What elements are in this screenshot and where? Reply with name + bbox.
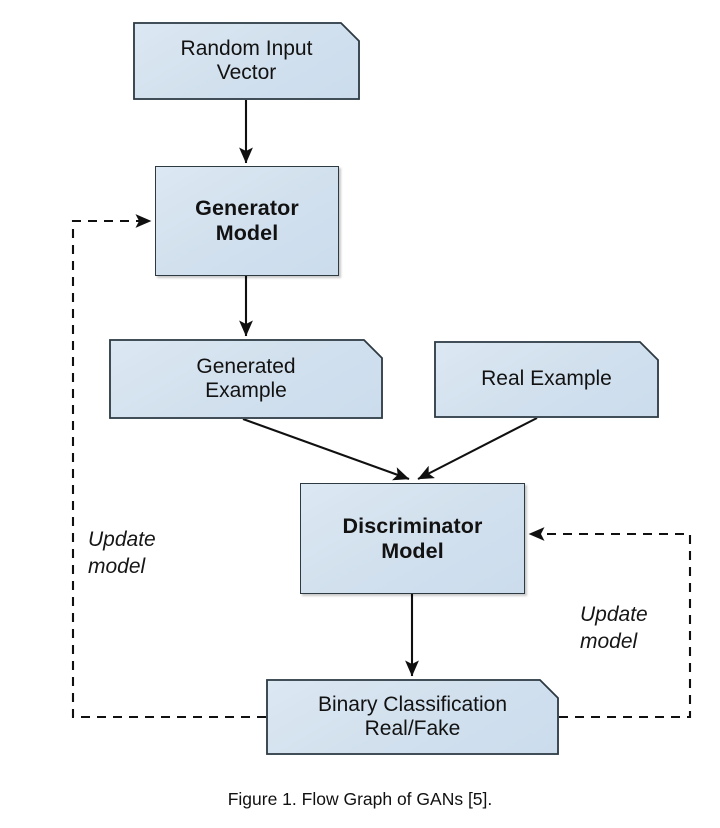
annotation-update-model-right: Update model xyxy=(580,603,648,653)
node-label: Discriminator Model xyxy=(342,513,483,563)
node-label: Binary Classification Real/Fake xyxy=(317,692,508,740)
node-label: Generated Example xyxy=(196,354,296,402)
node-random-input-vector[interactable]: Random Input Vector xyxy=(133,22,360,100)
node-shape-background xyxy=(133,22,360,100)
node-label: Real Example xyxy=(481,367,612,391)
node-label: Random Input Vector xyxy=(180,36,313,84)
node-shape-outline xyxy=(109,339,383,419)
node-label: Generator Model xyxy=(195,196,299,245)
node-generator-model[interactable]: Generator Model xyxy=(155,166,339,276)
node-binary-classification[interactable]: Binary Classification Real/Fake xyxy=(266,679,559,755)
node-shape-background xyxy=(434,341,659,418)
node-shape-background xyxy=(266,679,559,755)
node-real-example[interactable]: Real Example xyxy=(434,341,659,418)
edge-real-example-to-discriminator xyxy=(417,417,538,480)
node-discriminator-model[interactable]: Discriminator Model xyxy=(300,483,525,594)
edge-feedback-to-generator xyxy=(71,214,266,719)
annotation-update-model-left: Update model xyxy=(88,528,156,578)
edge-generated-example-to-discriminator xyxy=(242,418,410,481)
node-generated-example[interactable]: Generated Example xyxy=(109,339,383,419)
node-shape-outline xyxy=(266,679,559,755)
node-shape-outline xyxy=(434,341,659,418)
figure-caption: Figure 1. Flow Graph of GANs [5]. xyxy=(227,789,493,809)
node-shape-background xyxy=(109,339,383,419)
node-shape-outline xyxy=(133,22,360,100)
